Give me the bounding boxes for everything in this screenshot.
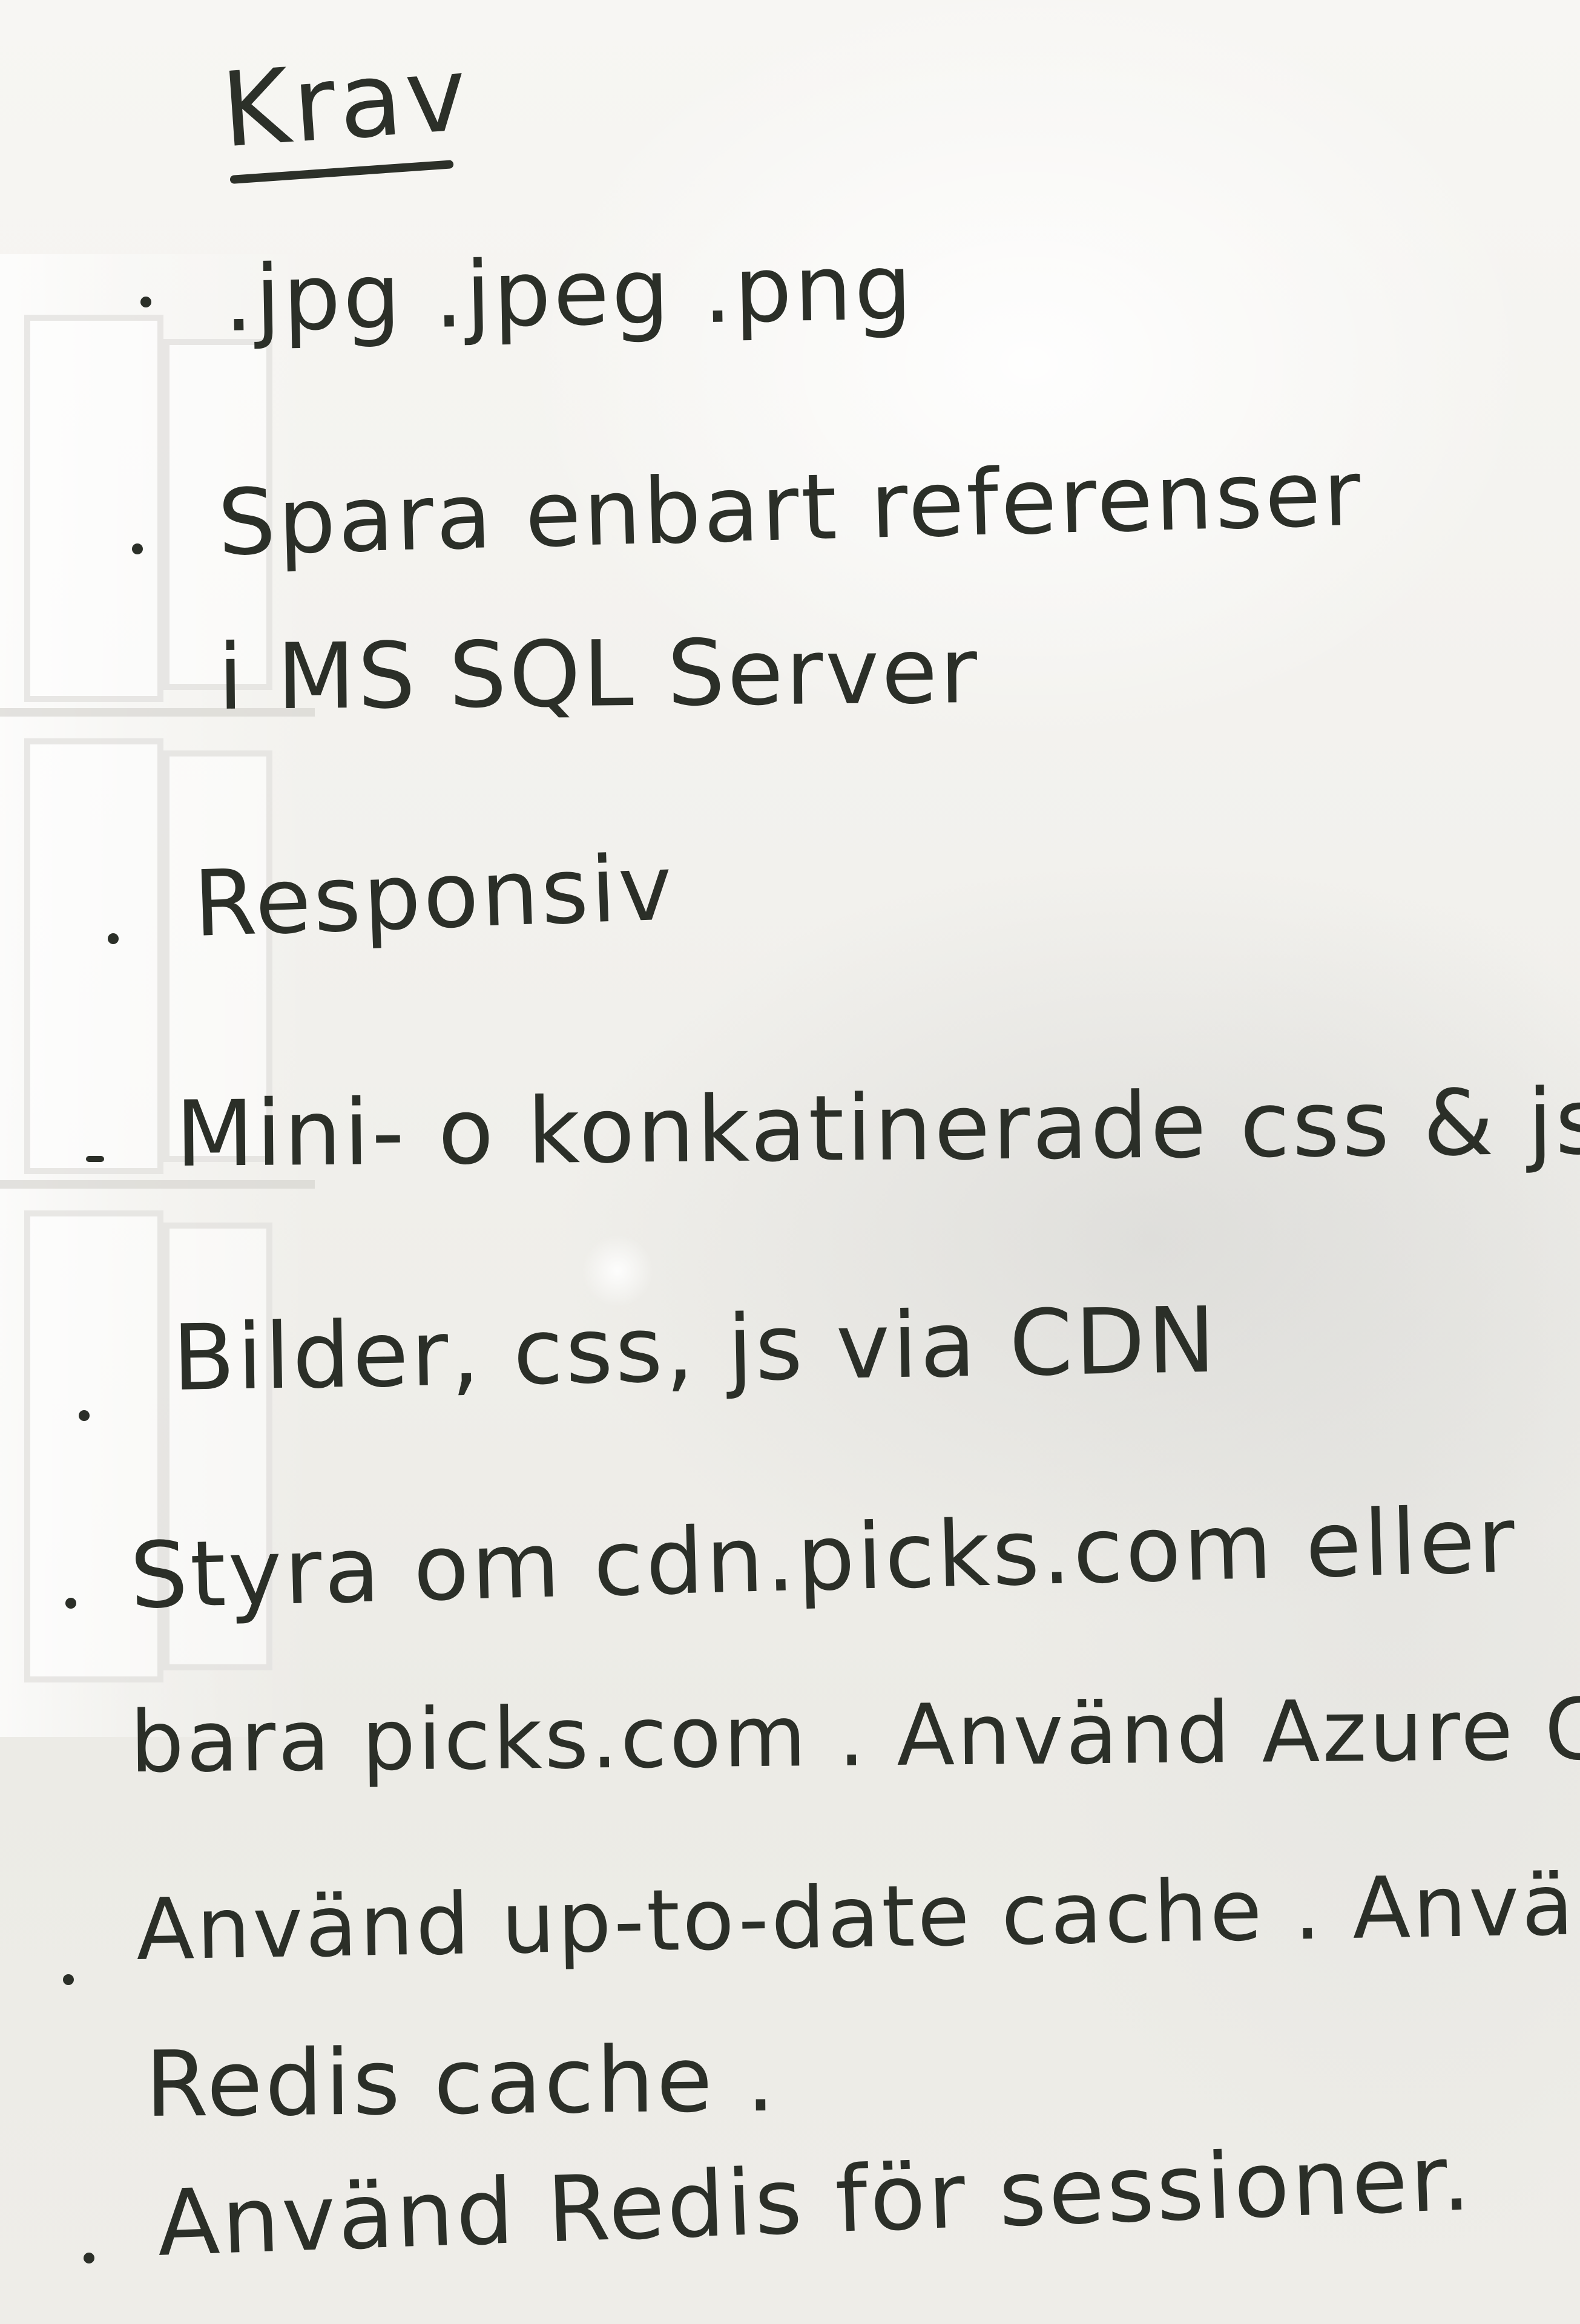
list-item-line: i MS SQL Server: [217, 619, 980, 730]
list-item-line: Redis cache .: [145, 2026, 778, 2138]
list-item-line: Mini- o konkatinerade css & js: [175, 1069, 1580, 1187]
bullet-dot: [63, 1974, 74, 1985]
bullet-dot: [132, 543, 143, 554]
window-frame-reflection: [0, 708, 315, 717]
window-pane-reflection: [163, 339, 272, 690]
list-item-line: Bilder, css, js via CDN: [171, 1287, 1219, 1411]
bullet-dot: [84, 2253, 94, 2263]
window-frame-reflection: [0, 1180, 315, 1189]
light-glare: [581, 1235, 654, 1307]
heading: Krav: [218, 34, 474, 171]
list-item-line: Responsiv: [191, 835, 677, 957]
bullet-dot: [65, 1598, 76, 1609]
list-item-line: Använd up-to-date cache . Använd: [135, 1854, 1580, 1980]
bullet-dot: [79, 1410, 90, 1421]
list-item-line: Använd Redis för sessioner.: [155, 2125, 1475, 2277]
list-item-line: Spara enbart referenser: [216, 441, 1364, 576]
window-pane-reflection: [24, 315, 163, 702]
bullet-dot: [140, 297, 151, 307]
window-pane-reflection: [163, 1223, 272, 1670]
window-pane-reflection: [24, 738, 163, 1174]
bullet-dash: [86, 1156, 104, 1162]
bullet-dot: [108, 933, 119, 944]
window-pane-reflection: [24, 1210, 163, 1682]
list-item-line: bara picks.com . Använd Azure CDN.: [130, 1679, 1580, 1792]
list-item-line: Styra om cdn.picks.com eller: [128, 1488, 1519, 1629]
list-item-line: .jpg .jpeg .png: [223, 235, 915, 352]
window-pane-reflection: [163, 750, 272, 1162]
